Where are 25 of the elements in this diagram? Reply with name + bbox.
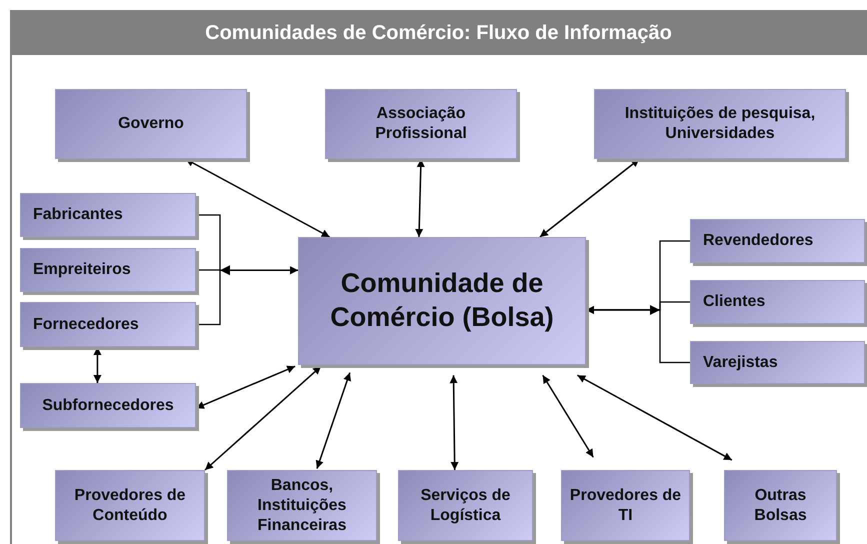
double-arrow — [316, 372, 352, 469]
double-arrow — [577, 374, 732, 461]
entity-box: Subfornecedores — [20, 383, 196, 428]
entity-box: Outras Bolsas — [724, 470, 837, 541]
bracket-arrow — [586, 306, 690, 364]
entity-box: Provedores de Conteúdo — [55, 470, 205, 541]
double-arrow — [93, 347, 102, 383]
entity-box: Instituições de pesquisa, Universidades — [594, 89, 846, 159]
double-arrow — [204, 366, 322, 471]
bracket-arrow — [196, 266, 298, 326]
entity-box: Fornecedores — [20, 302, 196, 347]
entity-box: Fabricantes — [20, 193, 196, 237]
entity-box: Serviços de Logística — [398, 470, 533, 541]
double-arrow — [542, 374, 594, 458]
entity-box: Empreiteiros — [20, 248, 196, 292]
entity-box: Associação Profissional — [325, 89, 517, 159]
entity-box: Varejistas — [690, 341, 865, 384]
entity-box: Bancos, Instituições Financeiras — [227, 470, 377, 541]
title: Comunidades de Comércio: Fluxo de Informação — [205, 20, 672, 46]
entity-box: Provedores de TI — [561, 470, 690, 541]
entity-box: Clientes — [690, 280, 865, 324]
double-arrow — [450, 375, 459, 470]
hub-box: Comunidade de Comércio (Bolsa) — [298, 237, 586, 365]
entity-box: Governo — [55, 89, 247, 159]
entity-box: Revendedores — [690, 219, 865, 263]
